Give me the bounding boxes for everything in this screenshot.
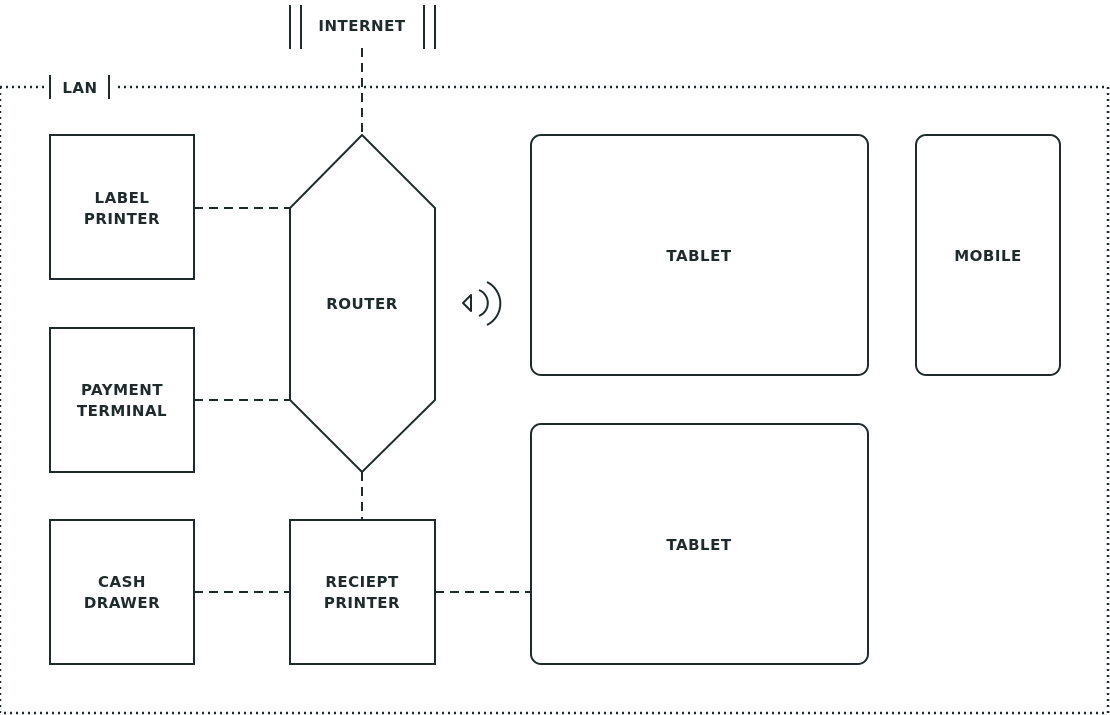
tablet-top-node: TABLET (530, 134, 869, 376)
mobile-label: MOBILE (954, 247, 1022, 265)
mobile-node: MOBILE (915, 134, 1061, 376)
lan-label: LAN (62, 79, 97, 97)
receipt-printer-node: RECIEPT PRINTER (289, 519, 436, 665)
internet-label: INTERNET (318, 17, 405, 35)
cash-drawer-node: CASH DRAWER (49, 519, 195, 665)
cash-drawer-line2: DRAWER (84, 594, 160, 612)
payment-terminal-line2: TERMINAL (77, 402, 167, 420)
receipt-printer-line1: RECIEPT (325, 573, 399, 591)
payment-terminal-line1: PAYMENT (81, 381, 163, 399)
router-label: ROUTER (326, 295, 398, 313)
wifi-signal-icon (462, 281, 502, 326)
tablet-bottom-label: TABLET (666, 536, 731, 554)
payment-terminal-node: PAYMENT TERMINAL (49, 327, 195, 473)
cash-drawer-line1: CASH (98, 573, 146, 591)
router-node: ROUTER (289, 133, 436, 474)
internet-node: INTERNET (289, 5, 436, 49)
label-printer-line2: PRINTER (84, 210, 160, 228)
tablet-bottom-node: TABLET (530, 423, 869, 665)
label-printer-line1: LABEL (95, 189, 150, 207)
lan-boundary (0, 85, 1110, 715)
label-printer-node: LABEL PRINTER (49, 134, 195, 280)
tablet-top-label: TABLET (666, 247, 731, 265)
receipt-printer-line2: PRINTER (324, 594, 400, 612)
